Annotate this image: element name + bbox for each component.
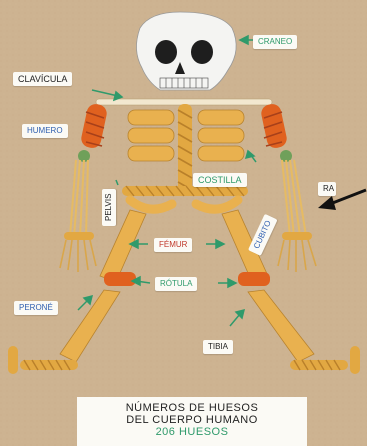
label-clavicula: CLAVÍCULA — [13, 72, 72, 86]
skull — [136, 12, 236, 90]
label-rotula: RÓTULA — [155, 277, 197, 291]
label-radio-partial: RA — [318, 182, 336, 196]
label-tibia: TIBIA — [203, 340, 233, 354]
label-perone: PERONÉ — [14, 301, 58, 315]
label-craneo: CRANEO — [253, 35, 297, 49]
title-line-2: DEL CUERPO HUMANO — [77, 414, 307, 426]
spine-fusilli — [178, 104, 192, 192]
label-costilla: COSTILLA — [193, 173, 247, 187]
label-femur: FÉMUR — [154, 238, 192, 252]
title-card: NÚMEROS DE HUESOS DEL CUERPO HUMANO 206 … — [77, 397, 307, 446]
title-line-3: 206 HUESOS — [77, 426, 307, 438]
title-line-1: NÚMEROS DE HUESOS — [77, 402, 307, 414]
label-humero: HUMERO — [22, 124, 68, 138]
label-pelvis: PELVIS — [102, 189, 116, 226]
